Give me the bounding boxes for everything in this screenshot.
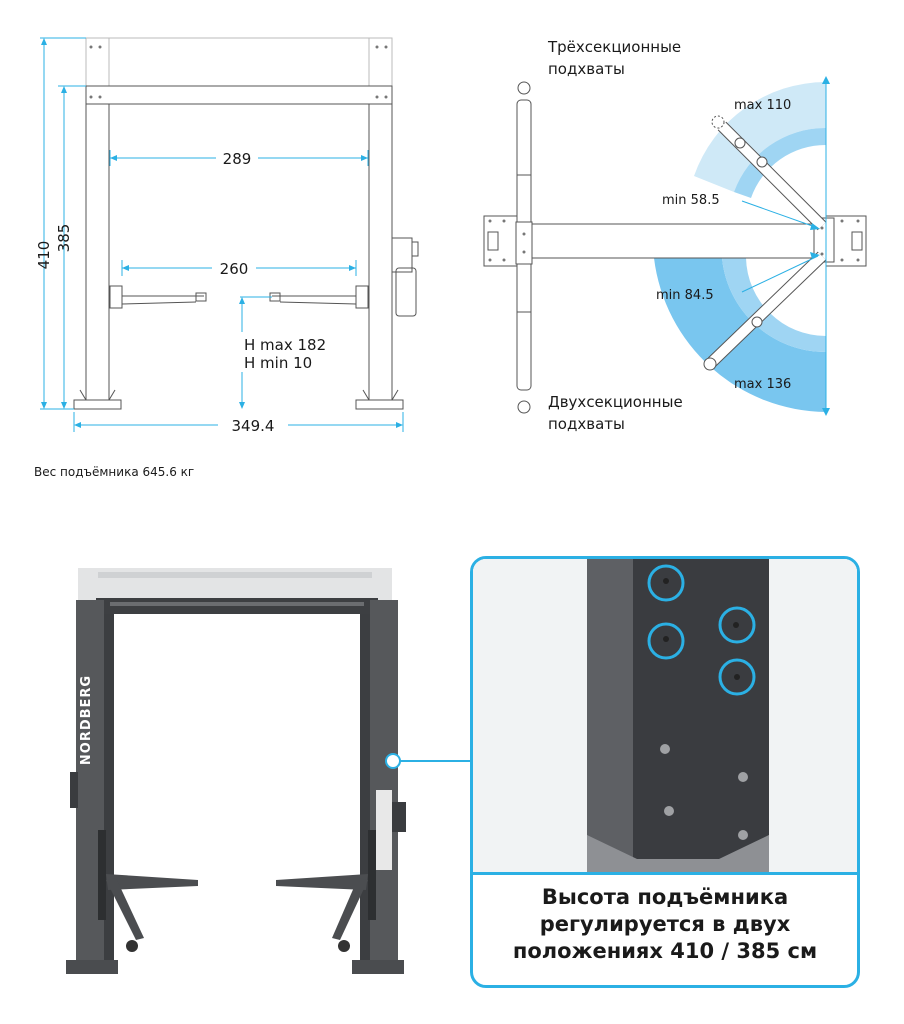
right-post xyxy=(368,103,393,401)
post-closeup-photo xyxy=(473,559,857,872)
hole-highlight-2 xyxy=(647,622,685,660)
left-arm-top-pad xyxy=(517,81,531,95)
two-section-label-line2: подхваты xyxy=(548,415,625,433)
right-carriage xyxy=(355,285,369,309)
callout-marker xyxy=(385,753,401,769)
callout-card: Высота подъёмника регулируется в двух по… xyxy=(470,556,860,988)
power-unit xyxy=(391,237,413,273)
photo-left-post xyxy=(76,600,104,972)
callout-caption: Высота подъёмника регулируется в двух по… xyxy=(483,884,847,965)
photo-right-arm xyxy=(276,874,368,890)
photo-upper-crossbar xyxy=(78,568,392,604)
left-post xyxy=(85,103,110,401)
photo-right-post xyxy=(370,600,398,972)
dim-385-label: 385 xyxy=(55,224,73,253)
three-section-label-line2: подхваты xyxy=(548,60,625,78)
dim-min-84-label: min 84.5 xyxy=(656,288,714,303)
weight-label: Вес подъёмника 645.6 кг xyxy=(34,465,195,479)
dim-349-label: 349.4 xyxy=(232,417,275,435)
bolt-holes xyxy=(89,45,388,99)
top-view xyxy=(483,81,867,414)
dim-min-58-label: min 58.5 xyxy=(662,193,720,208)
main-crossbar xyxy=(85,85,393,105)
technical-drawing: 410 385 289 260 H max 182 H min 10 349.4 xyxy=(35,37,867,435)
dim-289-label: 289 xyxy=(223,150,252,168)
lift-illustration xyxy=(66,568,406,974)
brand-logo: NORDBERG xyxy=(79,675,94,765)
photo-left-arm xyxy=(106,874,198,890)
arrow-heads xyxy=(41,38,403,428)
dim-260-label: 260 xyxy=(220,260,249,278)
hole-highlight-1 xyxy=(647,564,685,602)
dimension-lines xyxy=(40,37,404,432)
photo-main-crossbar xyxy=(96,598,378,614)
two-section-label-line1: Двухсекционные xyxy=(548,393,683,411)
three-section-label-line1: Трёхсекционные xyxy=(547,38,681,56)
callout-caption-line3: положениях 410 / 385 см xyxy=(512,939,818,963)
callout-divider xyxy=(473,872,857,875)
callout-caption-line2: регулируется в двух xyxy=(539,912,791,936)
right-base xyxy=(355,399,404,410)
upper-crossbar xyxy=(85,37,393,87)
left-carriage xyxy=(109,285,123,309)
callout-caption-line1: Высота подъёмника xyxy=(541,885,789,909)
lift-h-max-label: H max 182 xyxy=(244,336,326,354)
dim-max-136-label: max 136 xyxy=(734,377,791,392)
lift-h-min-label: H min 10 xyxy=(244,354,312,372)
left-base xyxy=(73,399,122,410)
dim-410-label: 410 xyxy=(35,241,53,270)
hole-highlight-4 xyxy=(718,658,756,696)
hole-highlight-3 xyxy=(718,606,756,644)
dim-max-110-label: max 110 xyxy=(734,98,791,113)
lower-arm-pad xyxy=(703,357,717,371)
upper-arm-pad xyxy=(711,115,725,129)
top-beam xyxy=(519,223,827,259)
front-view xyxy=(73,37,419,410)
left-arm-bottom-pad xyxy=(517,400,531,414)
